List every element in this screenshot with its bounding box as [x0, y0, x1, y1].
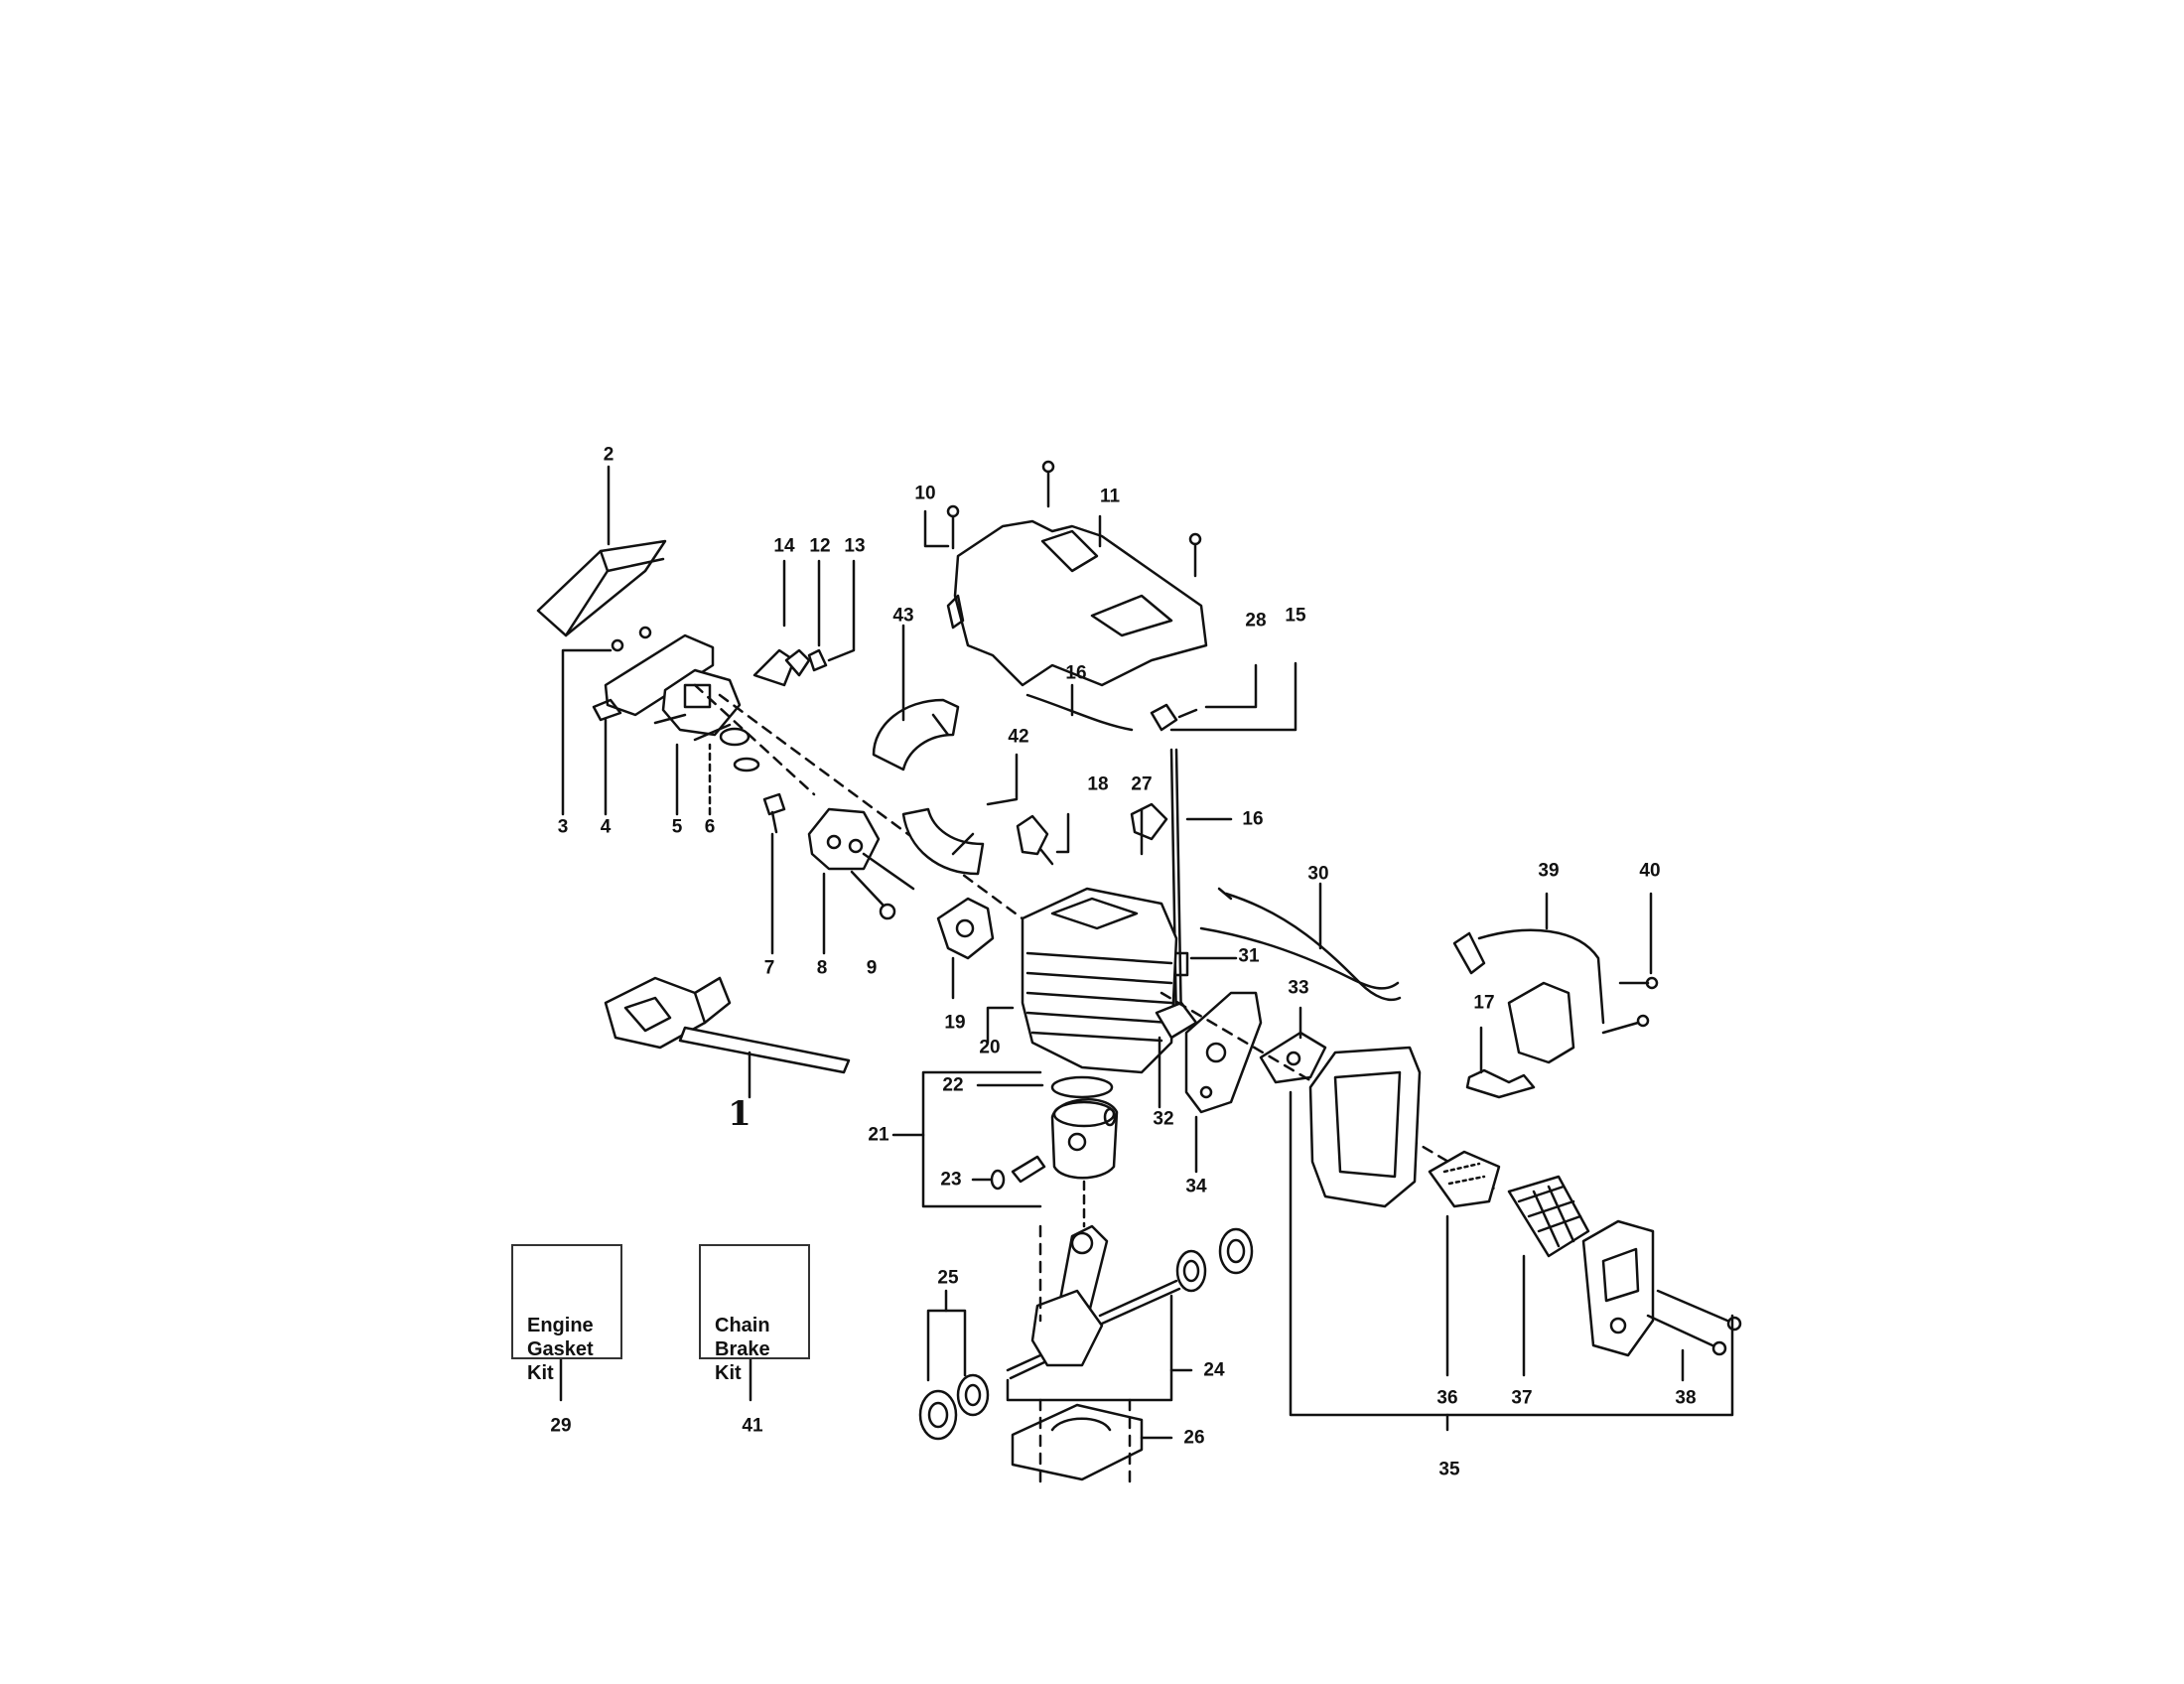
callout-43[interactable]: 43 [892, 605, 914, 627]
callout-4[interactable]: 4 [600, 816, 612, 838]
spark-plug-part[interactable] [1016, 814, 1054, 866]
callout-40[interactable]: 40 [1639, 860, 1661, 882]
callout-39[interactable]: 39 [1538, 860, 1560, 882]
leader-10 [923, 509, 950, 548]
piston-part[interactable] [1050, 1098, 1119, 1180]
callout-35[interactable]: 35 [1438, 1459, 1460, 1480]
muffler-gasket-part[interactable] [1259, 1031, 1327, 1084]
muffler-body-part[interactable] [1308, 1046, 1422, 1208]
leader-3 [561, 648, 613, 816]
carb-gasket-part[interactable] [719, 727, 760, 772]
piston-group-bracket [891, 1070, 1042, 1208]
callout-2[interactable]: 2 [603, 444, 614, 466]
bolt-9-part[interactable] [850, 870, 896, 920]
scrench-tool-part[interactable] [604, 976, 851, 1074]
callout-25[interactable]: 25 [937, 1267, 959, 1289]
carburetor-part[interactable] [653, 668, 742, 742]
callout-24[interactable]: 24 [1203, 1359, 1225, 1381]
ignition-module-part[interactable] [1452, 928, 1605, 1099]
crankshaft-part[interactable] [1006, 1224, 1181, 1380]
callout-14[interactable]: 14 [773, 535, 795, 557]
intake-manifold-part[interactable] [807, 807, 915, 891]
heat-shield-43-part[interactable] [872, 698, 960, 772]
cover-screws[interactable] [946, 460, 1202, 578]
callout-17[interactable]: 17 [1473, 992, 1495, 1014]
callout-27[interactable]: 27 [1131, 773, 1153, 795]
screw-7-part[interactable] [762, 792, 786, 834]
callout-3[interactable]: 3 [557, 816, 569, 838]
callout-7[interactable]: 7 [763, 957, 775, 979]
callout-13[interactable]: 13 [844, 535, 866, 557]
callout-5[interactable]: 5 [671, 816, 683, 838]
callout-16a[interactable]: 16 [1065, 662, 1087, 684]
callout-21[interactable]: 21 [868, 1124, 889, 1146]
leader-15 [1169, 661, 1297, 732]
callout-23[interactable]: 23 [940, 1169, 962, 1191]
callout-16b[interactable]: 16 [1242, 808, 1264, 830]
bracket-24 [1006, 1294, 1173, 1402]
spark-screen-part[interactable] [1428, 1150, 1501, 1208]
cylinder-cover-part[interactable] [946, 519, 1208, 687]
crankcase-part[interactable] [1011, 1403, 1144, 1481]
crank-bearing-right[interactable] [1175, 1227, 1254, 1293]
heat-shield-42-part[interactable] [901, 807, 985, 876]
mesh-filter-part[interactable] [1507, 1175, 1590, 1258]
callout-37[interactable]: 37 [1511, 1387, 1533, 1409]
callout-6[interactable]: 6 [704, 816, 716, 838]
callout-22[interactable]: 22 [942, 1074, 964, 1096]
bracket-25 [926, 1309, 967, 1382]
fitting-parts[interactable] [752, 648, 828, 687]
muffler-bracket-part[interactable] [1184, 991, 1263, 1114]
wire-30-part[interactable] [1199, 887, 1402, 1002]
muffler-cover-part[interactable] [1581, 1219, 1655, 1357]
piston-pin-part[interactable] [990, 1107, 1117, 1191]
callout-33[interactable]: 33 [1288, 977, 1309, 999]
screws-40-part[interactable] [1601, 976, 1659, 1035]
muffler-bolts-38-part[interactable] [1646, 1289, 1742, 1356]
callout-38[interactable]: 38 [1675, 1387, 1697, 1409]
piston-ring-part[interactable] [1050, 1075, 1114, 1099]
callout-10[interactable]: 10 [914, 483, 936, 504]
callout-9[interactable]: 9 [866, 957, 878, 979]
callout-36[interactable]: 36 [1436, 1387, 1458, 1409]
cylinder-gasket-part[interactable] [936, 897, 995, 960]
callout-19[interactable]: 19 [944, 1012, 966, 1034]
leader-13 [827, 559, 856, 662]
callout-30[interactable]: 30 [1307, 863, 1329, 885]
callout-20[interactable]: 20 [979, 1037, 1001, 1058]
callout-12[interactable]: 12 [809, 535, 831, 557]
callout-41[interactable]: 41 [742, 1415, 763, 1437]
leader-42 [986, 753, 1019, 806]
spark-boot-part[interactable] [1130, 802, 1168, 841]
callout-42[interactable]: 42 [1008, 726, 1029, 748]
callout-11[interactable]: 11 [1099, 486, 1121, 507]
leader-18 [1055, 812, 1070, 854]
callout-28[interactable]: 28 [1245, 610, 1267, 632]
callout-32[interactable]: 32 [1153, 1108, 1174, 1130]
leader-20 [986, 1006, 1015, 1045]
callout-29[interactable]: 29 [550, 1415, 572, 1437]
crank-bearing-left[interactable] [918, 1373, 990, 1441]
callout-15[interactable]: 15 [1285, 605, 1306, 627]
bracket-35 [1289, 1090, 1734, 1417]
callout-31[interactable]: 31 [1238, 945, 1260, 967]
callout-8[interactable]: 8 [816, 957, 828, 979]
air-filter-part[interactable] [536, 539, 667, 637]
callout-26[interactable]: 26 [1183, 1427, 1205, 1449]
carb-cover-part[interactable] [592, 626, 715, 722]
leader-28 [1204, 663, 1258, 709]
fitting-28-part[interactable] [1150, 703, 1198, 732]
cylinder-part[interactable] [1021, 887, 1178, 1074]
callout-1[interactable]: 1 [728, 1094, 751, 1134]
callout-18[interactable]: 18 [1087, 773, 1109, 795]
callout-34[interactable]: 34 [1185, 1176, 1207, 1197]
